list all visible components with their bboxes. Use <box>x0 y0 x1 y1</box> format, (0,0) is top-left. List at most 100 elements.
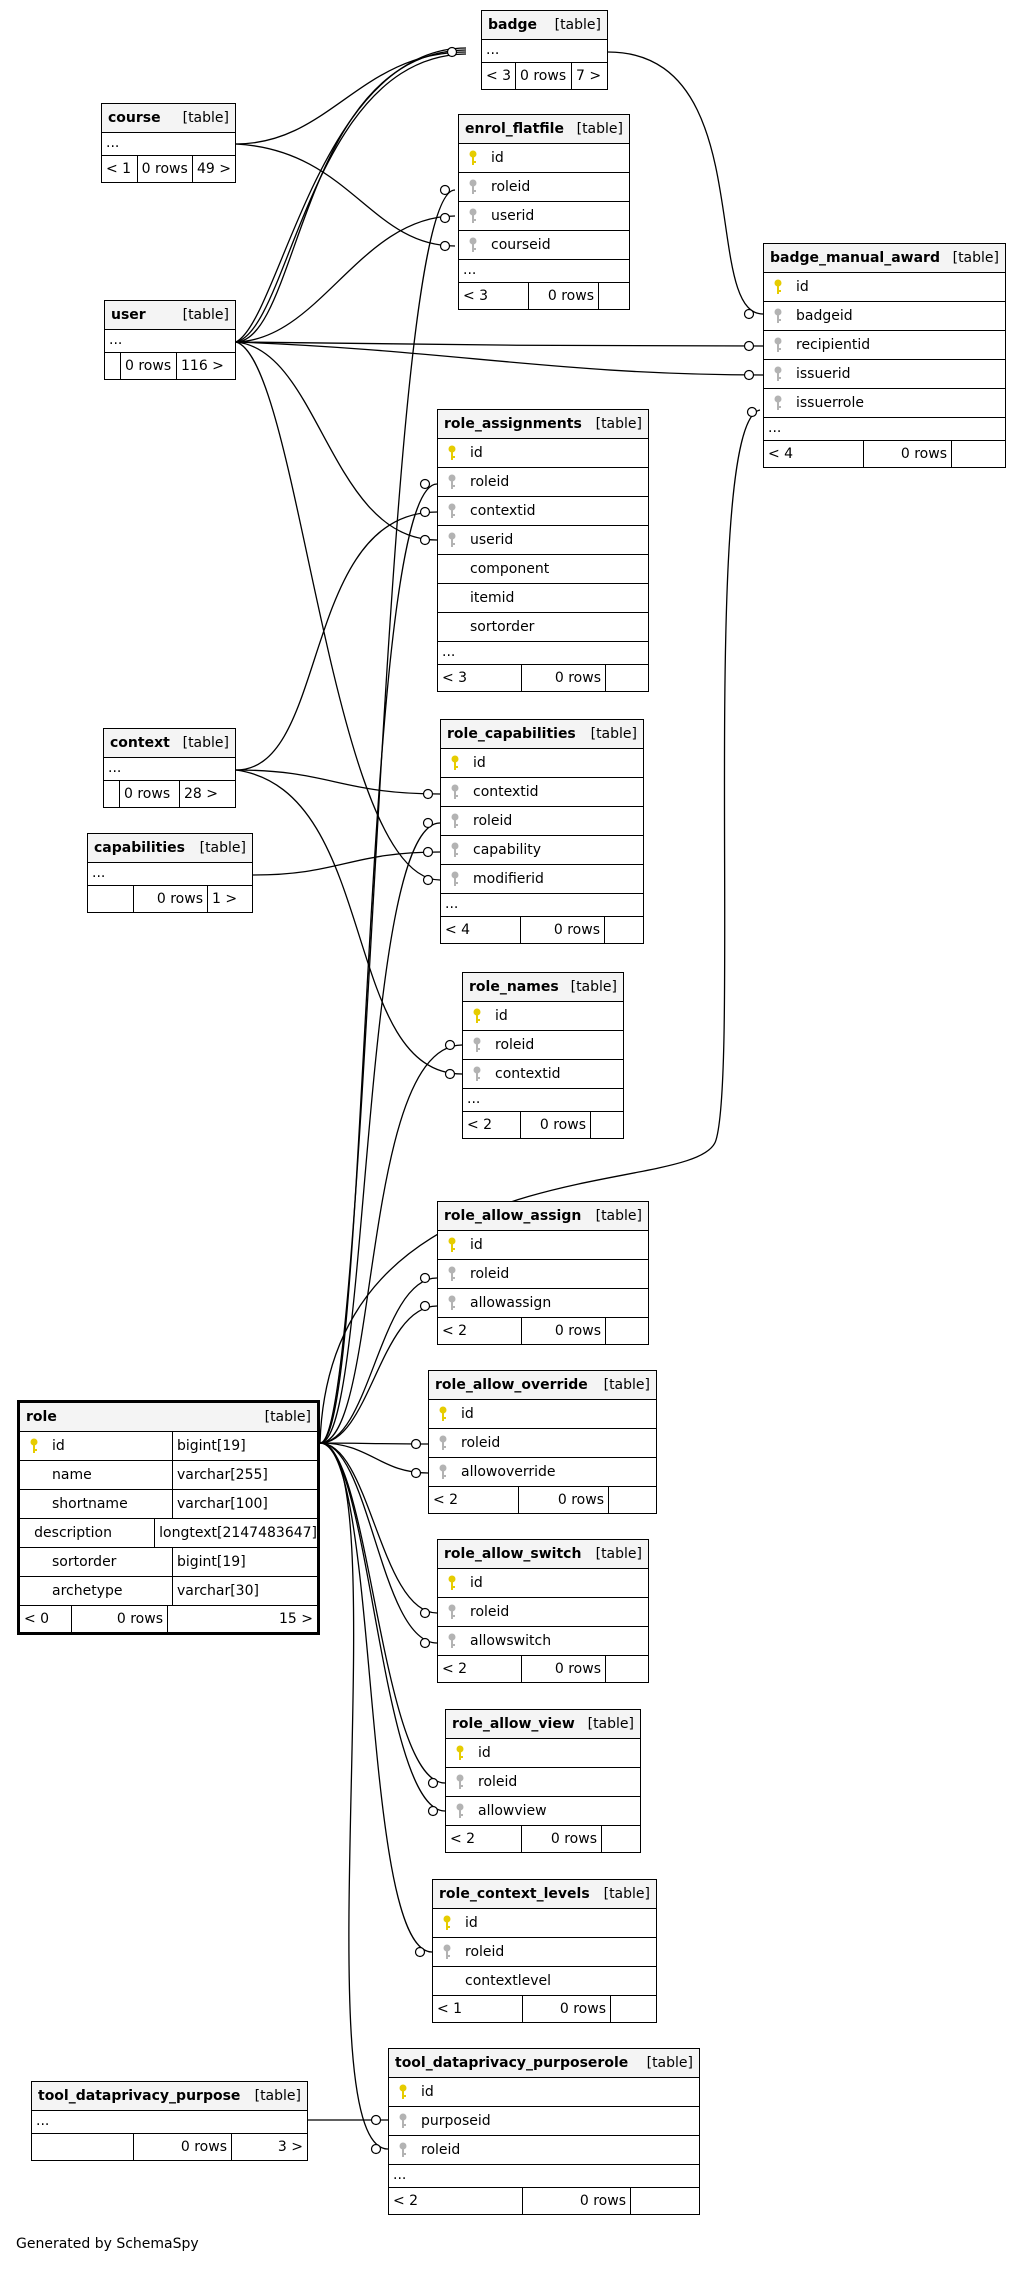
row-count: 0 rows <box>138 156 193 182</box>
column-name: roleid <box>491 178 531 195</box>
parents-count: < 4 <box>764 441 864 467</box>
parents-count: < 2 <box>389 2188 523 2214</box>
table-enrol-flatfile[interactable]: enrol_flatfile[table] id roleid userid c… <box>458 114 630 310</box>
children-count <box>599 283 607 309</box>
column-name: userid <box>470 531 514 548</box>
table-kind: [table] <box>182 307 229 323</box>
foreign-key-icon <box>441 842 469 858</box>
relationship-endpoint <box>410 1438 422 1450</box>
parents-count: < 2 <box>438 1656 522 1682</box>
row-count: 0 rows <box>519 1487 609 1513</box>
relationship-endpoint <box>414 1946 426 1958</box>
row-count: 0 rows <box>529 283 599 309</box>
relationship-line <box>252 851 441 876</box>
column-name: modifierid <box>473 870 544 887</box>
row-count: 0 rows <box>522 665 606 691</box>
column-name: contextid <box>470 502 536 519</box>
column-name: sortorder <box>470 618 535 635</box>
relationship-line <box>319 1442 438 1644</box>
column-name: id <box>495 1007 508 1024</box>
table-role-allow-switch[interactable]: role_allow_switch[table] id roleid allow… <box>437 1539 649 1683</box>
relationship-line <box>235 51 467 145</box>
relationship-line <box>235 341 764 376</box>
table-role-allow-view[interactable]: role_allow_view[table] id roleid allowvi… <box>445 1709 641 1853</box>
parents-count: < 3 <box>459 283 529 309</box>
column-name: id <box>470 444 483 461</box>
table-role-assignments[interactable]: role_assignments[table] id roleid contex… <box>437 409 649 692</box>
parents-count: < 2 <box>429 1487 519 1513</box>
children-count <box>606 1656 614 1682</box>
relationship-endpoint <box>427 1805 439 1817</box>
foreign-key-icon <box>438 474 466 490</box>
foreign-key-icon <box>463 1066 491 1082</box>
relationship-endpoint <box>419 1637 431 1649</box>
table-name: tool_dataprivacy_purpose <box>38 2088 241 2104</box>
table-name: badge <box>488 17 538 33</box>
column-name: roleid <box>461 1434 501 1451</box>
table-role-context-levels[interactable]: role_context_levels[table] id roleid con… <box>432 1879 657 2023</box>
row-count: 0 rows <box>523 2188 631 2214</box>
generated-by-footer: Generated by SchemaSpy <box>16 2236 199 2252</box>
row-count: 0 rows <box>521 1112 591 1138</box>
children-count: 1 > <box>212 891 238 907</box>
relationship-line <box>319 1442 438 1614</box>
foreign-key-icon <box>446 1774 474 1790</box>
more-columns: ... <box>102 133 235 156</box>
relationship-line <box>235 769 441 795</box>
column-name: description <box>30 1518 156 1548</box>
column-type: varchar[255] <box>177 1466 268 1483</box>
table-name: role_allow_assign <box>444 1208 582 1224</box>
row-count: 0 rows <box>522 1656 606 1682</box>
relationship-line <box>319 822 441 1444</box>
table-kind: [table] <box>576 121 623 137</box>
relationship-endpoint <box>419 1607 431 1619</box>
table-name: role_context_levels <box>439 1886 590 1902</box>
children-count <box>609 1487 617 1513</box>
column-name: id <box>465 1914 478 1931</box>
relationship-endpoint <box>419 506 431 518</box>
relationship-endpoint <box>410 1467 422 1479</box>
foreign-key-icon <box>764 395 792 411</box>
relationship-line <box>235 215 456 343</box>
table-kind: [table] <box>595 416 642 432</box>
relationship-line <box>235 341 441 881</box>
foreign-key-icon <box>433 1944 461 1960</box>
table-role-allow-override[interactable]: role_allow_override[table] id roleid all… <box>428 1370 657 1514</box>
relationship-endpoint <box>444 1068 456 1080</box>
column-name: id <box>470 1574 483 1591</box>
relationship-endpoint <box>743 369 755 381</box>
table-kind: [table] <box>570 979 617 995</box>
table-role-names[interactable]: role_names[table] id roleid contextid ..… <box>462 972 624 1139</box>
table-badge-manual-award[interactable]: badge_manual_award[table] id badgeid rec… <box>763 243 1006 468</box>
row-count: 0 rows <box>864 441 952 467</box>
table-tool-dataprivacy-purposerole[interactable]: tool_dataprivacy_purposerole[table] id p… <box>388 2048 700 2215</box>
column-name: badgeid <box>796 307 853 324</box>
column-name: id <box>470 1236 483 1253</box>
relationship-line <box>235 341 764 347</box>
parents-count <box>88 886 134 912</box>
column-type: bigint[19] <box>177 1553 246 1570</box>
table-role-capabilities[interactable]: role_capabilities[table] id contextid ro… <box>440 719 644 944</box>
column-name: shortname <box>48 1489 173 1519</box>
row-count: 0 rows <box>72 1606 168 1632</box>
column-name: allowswitch <box>470 1632 552 1649</box>
table-tool-dataprivacy-purpose[interactable]: tool_dataprivacy_purpose[table] ... 0 ro… <box>31 2081 308 2161</box>
column-name: id <box>491 149 504 166</box>
relationship-line <box>319 1442 433 1953</box>
primary-key-icon <box>463 1008 491 1024</box>
column-name: id <box>48 1431 173 1461</box>
foreign-key-icon <box>438 503 466 519</box>
row-count: 0 rows <box>522 1318 606 1344</box>
column-name: itemid <box>470 589 515 606</box>
primary-key-icon <box>438 445 466 461</box>
column-name: courseid <box>491 236 551 253</box>
foreign-key-icon <box>441 784 469 800</box>
table-role-allow-assign[interactable]: role_allow_assign[table] id roleid allow… <box>437 1201 649 1345</box>
